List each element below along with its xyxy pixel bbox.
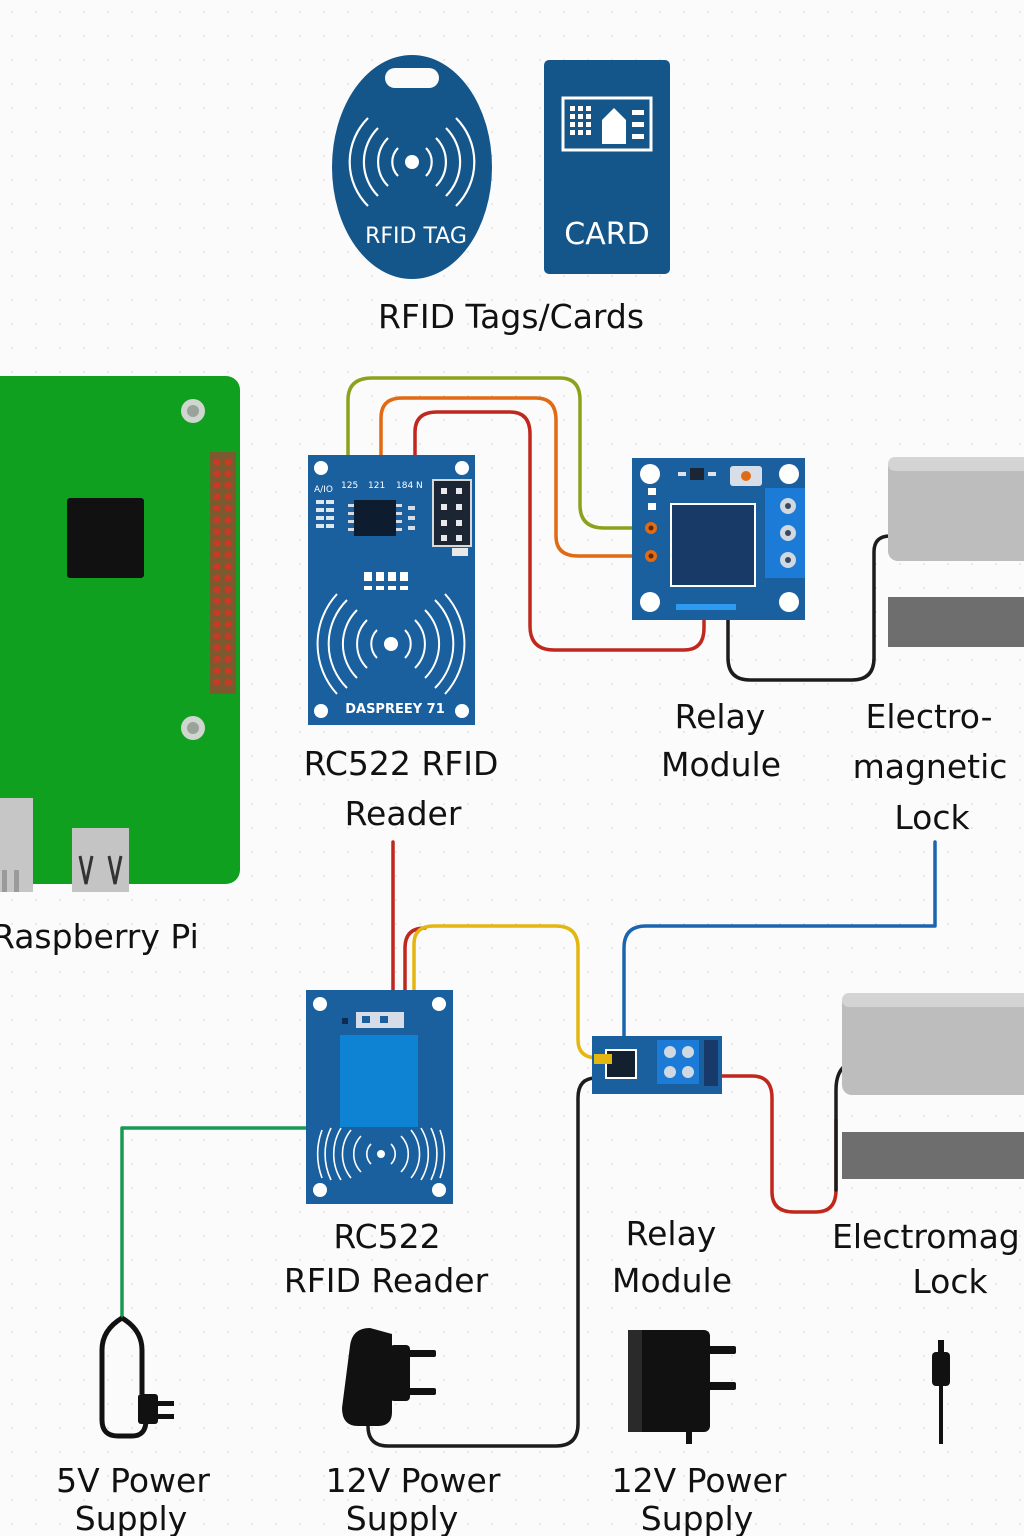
wire-red-bottom-relay	[718, 1074, 838, 1214]
wires	[120, 376, 937, 1448]
reader-brand-text: DASPREEY 71	[345, 702, 445, 717]
micro-usb-cable-icon	[932, 1340, 950, 1444]
relay-top-label-line1: Relay	[675, 697, 766, 736]
wire-blue-lock-link	[622, 840, 937, 1042]
psu-12v-b-label-line2: Supply	[641, 1499, 753, 1536]
gpio-pin	[224, 481, 232, 489]
electromagnetic-lock-top	[888, 457, 1024, 647]
relay-bottom-label-line1: Relay	[626, 1214, 717, 1253]
gpio-pin	[224, 470, 232, 478]
gpio-pin	[213, 609, 221, 617]
rfid-tag-icon: RFID TAG	[332, 55, 492, 279]
tags-title: RFID Tags/Cards	[378, 297, 644, 336]
wire-green-5v	[120, 1126, 310, 1320]
gpio-pin	[224, 632, 232, 640]
wire-black-lock-top	[726, 534, 892, 682]
gpio-pin	[213, 678, 221, 687]
gpio-pin	[213, 470, 221, 478]
gpio-pin	[224, 655, 232, 663]
reader-bottom-antenna-area	[340, 1035, 418, 1127]
lock-top-label-line2: magnetic	[853, 747, 1008, 786]
gpio-pin	[213, 655, 221, 663]
reader-bottom-label-line2: RFID Reader	[284, 1261, 489, 1300]
electromagnetic-lock-bottom	[842, 993, 1024, 1179]
pi-gpio-header	[210, 452, 236, 694]
lock-top-label-line3: Lock	[894, 798, 970, 837]
gpio-pin	[224, 586, 232, 594]
gpio-pin	[213, 644, 221, 652]
reader-bottom-label-line1: RC522	[333, 1217, 440, 1256]
psu-5v-label-line1: 5V Power	[56, 1461, 210, 1500]
gpio-pin	[213, 667, 221, 675]
wire-olive-top	[346, 376, 652, 530]
wire-orange-top	[379, 396, 652, 558]
gpio-pin	[224, 609, 232, 617]
gpio-pin	[213, 516, 221, 524]
gpio-pin	[213, 562, 221, 571]
gpio-pin	[224, 458, 232, 466]
gpio-pin	[224, 597, 232, 605]
relay-bottom-label-line2: Module	[612, 1261, 732, 1300]
gpio-pin	[224, 539, 232, 547]
rc522-reader-bottom	[306, 990, 453, 1204]
gpio-pin	[213, 481, 221, 489]
gpio-pin	[213, 586, 221, 594]
relay-top-coil	[670, 503, 756, 587]
psu-12v-b-label-line1: 12V Power	[612, 1461, 787, 1500]
gpio-pin	[224, 667, 232, 675]
gpio-pin	[224, 562, 232, 571]
wall-adapter-icon	[342, 1328, 436, 1426]
gpio-pin	[213, 551, 221, 559]
access-card-icon: CARD	[544, 60, 670, 274]
gpio-pin	[213, 528, 221, 536]
reader-pin-label-3: 184 N	[396, 481, 423, 491]
gpio-pin	[213, 458, 221, 466]
reader-corner-label: A/IO	[314, 485, 333, 495]
lock-top-label-line1: Electro-	[866, 697, 993, 736]
psu-12v-a-label-line1: 12V Power	[326, 1461, 501, 1500]
relay-module-bottom	[592, 1036, 722, 1094]
psu-12v-a-label-line2: Supply	[346, 1499, 458, 1536]
gpio-pin	[224, 516, 232, 524]
gpio-pin	[224, 620, 232, 629]
relay-top-label-line2: Module	[661, 745, 781, 784]
lock-bottom-label-line2: Lock	[912, 1262, 988, 1301]
relay-module-top	[632, 458, 805, 620]
wire-black-12v-a	[366, 1076, 608, 1448]
reader-top-label-line1: RC522 RFID	[304, 744, 499, 783]
wire-red-top	[413, 410, 706, 652]
usb-plug-icon	[99, 1315, 174, 1439]
reader-top-label-line2: Reader	[345, 794, 462, 833]
gpio-pin	[213, 597, 221, 605]
tag-text: RFID TAG	[365, 224, 467, 249]
gpio-pin	[224, 528, 232, 536]
card-text: CARD	[564, 217, 649, 252]
wall-adapter-icon	[628, 1330, 736, 1444]
gpio-pin	[213, 632, 221, 640]
reader-pin-header	[432, 479, 472, 547]
gpio-pin	[213, 620, 221, 629]
reader-pin-label-2: 121	[368, 481, 385, 491]
gpio-pin	[213, 493, 221, 501]
gpio-pin	[213, 504, 221, 512]
wire-yellow-bottom	[412, 924, 612, 1060]
psu-5v-label-line2: Supply	[75, 1499, 187, 1536]
raspberry-pi-board	[0, 376, 240, 892]
pi-label: Raspberry Pi	[0, 917, 199, 956]
gpio-pin	[224, 678, 232, 687]
rc522-reader-top: 125 121 184 N A/IO	[308, 455, 475, 725]
gpio-pin	[224, 504, 232, 512]
reader-pin-label-1: 125	[341, 481, 358, 491]
gpio-pin	[213, 539, 221, 547]
gpio-pin	[224, 493, 232, 501]
pi-cpu-chip	[67, 498, 144, 578]
gpio-pin	[224, 644, 232, 652]
gpio-pin	[224, 574, 232, 582]
reader-chip	[354, 500, 396, 536]
gpio-pin	[213, 574, 221, 582]
gpio-pin	[224, 551, 232, 559]
relay-bottom-terminal	[657, 1040, 699, 1084]
lock-bottom-label-line1: Electromag	[832, 1217, 1020, 1256]
